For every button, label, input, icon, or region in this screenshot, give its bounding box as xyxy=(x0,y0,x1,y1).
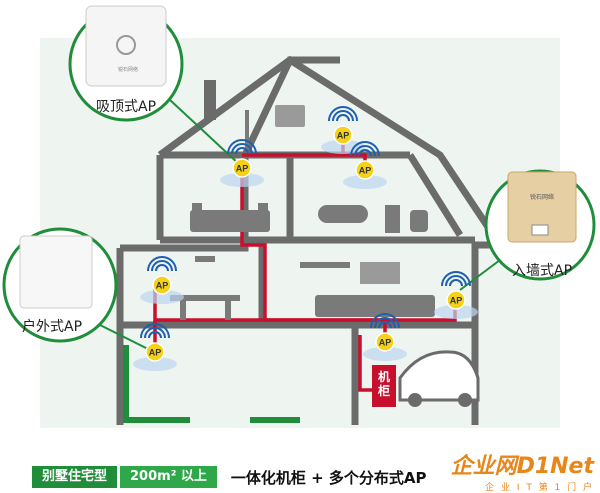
wifi-signal-icon xyxy=(231,143,253,155)
wifi-signal-icon xyxy=(336,114,350,122)
signal-halo xyxy=(321,140,365,154)
ceiling-ap-label: 吸顶式AP xyxy=(96,99,157,115)
wifi-signal-icon xyxy=(374,317,396,329)
ap-badge-group: AP AP AP AP AP AP AP xyxy=(133,106,478,371)
ap-badge-text: AP xyxy=(149,348,162,358)
wifi-signal-icon xyxy=(328,106,358,122)
wifi-signal-icon xyxy=(151,260,173,272)
wifi-icon xyxy=(116,35,136,55)
ap-badge-living: AP xyxy=(434,271,478,319)
ap-badge-garage: AP xyxy=(363,313,407,361)
signal-halo xyxy=(343,175,387,189)
network-cabinet xyxy=(372,365,396,407)
signal-halo xyxy=(363,347,407,361)
wall-ap-label: 入墙式AP xyxy=(512,263,573,279)
wifi-signal-icon xyxy=(449,279,463,287)
watermark-logo: 企业网D1Net xyxy=(450,454,594,479)
ap-badge-dining: AP xyxy=(140,256,184,304)
wifi-signal-icon xyxy=(144,327,166,339)
ap-badge-circle xyxy=(333,125,353,145)
wifi-signal-icon xyxy=(147,256,177,272)
ceiling-ap-brand: 锐石网络 xyxy=(118,67,139,73)
wifi-signal-icon xyxy=(332,110,354,122)
ceiling-ap-pointer xyxy=(169,99,241,166)
wall-ap-device xyxy=(507,171,577,243)
ethernet-port-icon xyxy=(531,224,549,236)
ap-badge-circle xyxy=(446,290,466,310)
area-tag: 200m² 以上 xyxy=(120,466,217,488)
ap-badge-circle xyxy=(145,342,165,362)
car xyxy=(398,350,480,407)
ap-badge-study: AP xyxy=(321,106,365,154)
chimney xyxy=(204,80,216,120)
outdoor-ap-label: 户外式AP xyxy=(22,319,83,335)
house-structure xyxy=(116,55,507,425)
ap-badge-text: AP xyxy=(337,131,350,141)
ap-badge-entrance: AP xyxy=(133,323,177,371)
outdoor-boundary xyxy=(123,345,300,423)
wall-ap-brand: 锐石网络 xyxy=(529,195,554,201)
signal-halo xyxy=(140,290,184,304)
signal-halo xyxy=(220,173,264,187)
cabinet-label: 机柜 xyxy=(378,370,391,398)
ap-badge-circle xyxy=(152,275,172,295)
wifi-signal-icon xyxy=(140,323,170,339)
ap-badge-circle xyxy=(232,158,252,178)
wifi-signal-icon xyxy=(441,271,471,287)
ap-badge-text: AP xyxy=(359,166,372,176)
outdoor-ap-pointer xyxy=(99,324,151,351)
signal-halo xyxy=(133,357,177,371)
wifi-signal-icon xyxy=(148,331,162,339)
solution-tagline: 一体化机柜 + 多个分布式AP xyxy=(230,468,427,487)
house-type-tag: 别墅住宅型 xyxy=(32,466,118,488)
watermark: 企业网D1Net 企 业 I T 第 1 门 户 xyxy=(451,448,594,493)
ap-badge-bathroom: AP xyxy=(343,141,387,189)
ap-badge-text: AP xyxy=(379,338,392,348)
ap-badge-text: AP xyxy=(450,296,463,306)
wifi-signal-icon xyxy=(378,321,392,329)
watermark-slogan: 企 业 I T 第 1 门 户 xyxy=(485,483,594,493)
ap-badge-text: AP xyxy=(156,281,169,291)
bottom-bar: 别墅住宅型 200m² 以上 一体化机柜 + 多个分布式AP xyxy=(32,466,427,488)
wifi-signal-icon xyxy=(358,149,372,157)
wifi-signal-icon xyxy=(227,139,257,155)
wifi-signal-icon xyxy=(445,275,467,287)
furniture xyxy=(170,105,435,320)
signal-halo xyxy=(434,305,478,319)
ap-badge-text: AP xyxy=(236,164,249,174)
wifi-signal-icon xyxy=(370,313,400,329)
wifi-signal-icon xyxy=(354,145,376,157)
wifi-signal-icon xyxy=(350,141,380,157)
ap-badge-master-bedroom: AP xyxy=(220,139,264,187)
ap-badge-circle xyxy=(375,332,395,352)
ap-badge-circle xyxy=(355,160,375,180)
ceiling-ap-device xyxy=(85,5,167,87)
wifi-signal-icon xyxy=(155,264,169,272)
wifi-signal-icon xyxy=(235,147,249,155)
outdoor-ap-device xyxy=(19,235,93,309)
